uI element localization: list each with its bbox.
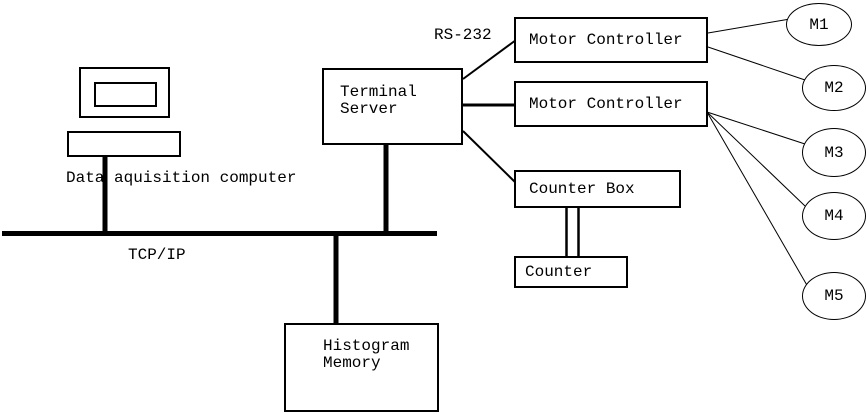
motor-controller-1-to-m2-line xyxy=(707,46,806,81)
motor-m2: M2 xyxy=(802,65,866,111)
motor-m2-label: M2 xyxy=(824,79,844,97)
counter-node: Counter xyxy=(514,256,628,288)
motor-m3: M3 xyxy=(802,128,866,177)
counter-label: Counter xyxy=(525,263,593,281)
monitor-screen xyxy=(94,82,157,107)
motor-m4-label: M4 xyxy=(824,207,844,225)
motor-controller-2-label: Motor Controller xyxy=(529,95,683,113)
data-acquisition-computer-label: Data aquisition computer xyxy=(66,169,297,187)
terminal-server-label-line1: Terminal xyxy=(340,83,417,101)
tcp-ip-label: TCP/IP xyxy=(128,246,186,264)
terminal-server-label-line2: Server xyxy=(340,100,398,118)
motor-controller-2-to-m3-line xyxy=(706,111,806,145)
counter-box-node: Counter Box xyxy=(514,170,681,208)
rs-232-label: RS-232 xyxy=(434,26,492,44)
keyboard-icon xyxy=(67,131,181,157)
counter-box-label: Counter Box xyxy=(529,180,635,198)
motor-controller-2-to-m5-line xyxy=(706,111,809,288)
motor-m1: M1 xyxy=(786,3,852,46)
motor-controller-1-label: Motor Controller xyxy=(529,31,683,49)
motor-m1-label: M1 xyxy=(809,15,829,34)
monitor-icon xyxy=(79,67,170,118)
terminal-server-box: Terminal Server xyxy=(322,68,463,145)
motor-controller-2-to-m4-line xyxy=(706,111,806,207)
terminal-server-to-motor-controller-1-line xyxy=(462,39,517,80)
histogram-memory-label-line2: Memory xyxy=(323,354,381,372)
motor-controller-1-to-m1-line xyxy=(707,18,791,34)
motor-m3-label: M3 xyxy=(824,143,844,162)
motor-m5-label: M5 xyxy=(824,287,844,305)
histogram-memory-label-line1: Histogram xyxy=(323,337,410,355)
motor-m4: M4 xyxy=(802,192,866,240)
histogram-memory-box: Histogram Memory xyxy=(284,323,439,412)
motor-controller-1-box: Motor Controller xyxy=(514,17,708,63)
terminal-server-to-counter-box-line xyxy=(462,130,518,185)
motor-controller-2-box: Motor Controller xyxy=(514,81,708,127)
motor-m5: M5 xyxy=(802,272,866,320)
